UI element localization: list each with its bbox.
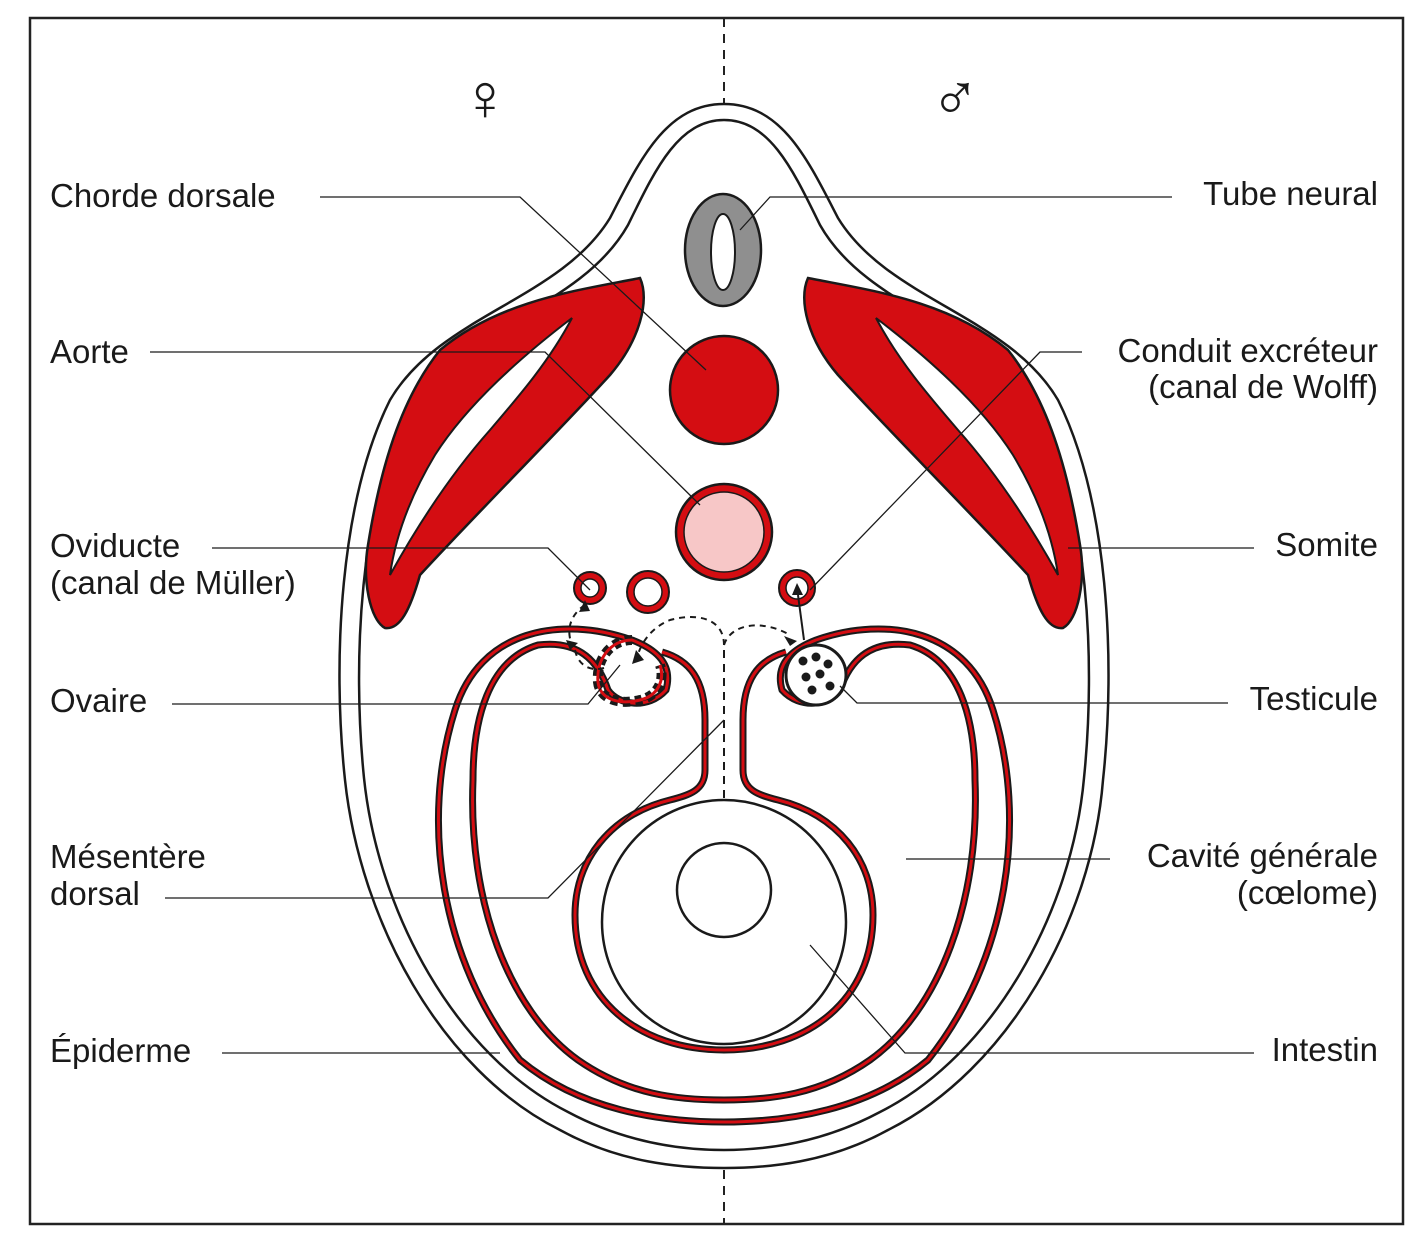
label-mesentere-line1: Mésentère [50, 838, 206, 875]
label-aorte: Aorte [50, 333, 129, 370]
label-mesentere-line2: dorsal [50, 875, 140, 912]
label-cavite-line2: (cœlome) [1237, 874, 1378, 911]
arrowheads [566, 583, 803, 664]
label-chorde-dorsale: Chorde dorsale [50, 177, 276, 214]
mullerian-duct [573, 571, 607, 605]
somite-left [364, 276, 645, 630]
label-intestin: Intestin [1272, 1031, 1378, 1068]
male-symbol: ♂ [930, 60, 980, 134]
label-oviducte-line2: (canal de Müller) [50, 564, 296, 601]
aorta [674, 482, 774, 582]
label-oviducte-line1: Oviducte [50, 527, 180, 564]
label-testicule: Testicule [1250, 680, 1378, 717]
notochord [668, 334, 780, 446]
label-epiderme: Épiderme [50, 1032, 191, 1069]
label-ovaire: Ovaire [50, 682, 147, 719]
label-conduit-line2: (canal de Wolff) [1148, 368, 1378, 405]
label-conduit-line1: Conduit excréteur [1118, 332, 1378, 369]
intestine [600, 798, 848, 1046]
testis-to-duct-arrow [797, 594, 805, 641]
ovary [592, 635, 667, 707]
label-tube-neural: Tube neural [1203, 175, 1378, 212]
testis [784, 643, 848, 707]
neural-tube [683, 192, 763, 308]
wolffian-duct-left [626, 570, 670, 614]
dorsal-mesentery [571, 648, 877, 1054]
label-cavite-line1: Cavité générale [1147, 837, 1378, 874]
leader-lines-left [150, 196, 725, 1054]
coelom-wall [434, 625, 1014, 1126]
label-somite: Somite [1275, 526, 1378, 563]
female-symbol: ♀ [460, 60, 510, 134]
leader-lines-right [739, 196, 1254, 1054]
